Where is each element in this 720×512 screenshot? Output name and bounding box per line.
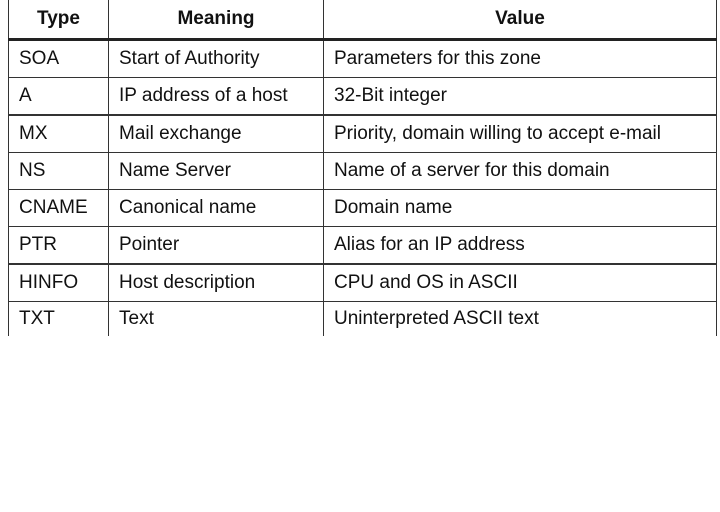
header-type: Type: [8, 0, 109, 41]
table-row: NS Name Server Name of a server for this…: [8, 152, 717, 190]
cell-meaning: Pointer: [108, 226, 324, 265]
cell-value: Parameters for this zone: [323, 39, 717, 78]
cell-type: TXT: [8, 301, 109, 336]
cell-value: Priority, domain willing to accept e-mai…: [323, 114, 717, 153]
cell-value: Uninterpreted ASCII text: [323, 301, 717, 336]
cell-type: MX: [8, 114, 109, 153]
cell-type: NS: [8, 152, 109, 190]
cell-meaning: Text: [108, 301, 324, 336]
cell-meaning: Start of Authority: [108, 39, 324, 78]
cell-value: Name of a server for this domain: [323, 152, 717, 190]
header-value: Value: [323, 0, 717, 41]
cell-type: CNAME: [8, 189, 109, 227]
table-row: MX Mail exchange Priority, domain willin…: [8, 114, 717, 153]
header-meaning: Meaning: [108, 0, 324, 41]
cell-value: 32-Bit integer: [323, 77, 717, 116]
cell-type: SOA: [8, 39, 109, 78]
cell-value: CPU and OS in ASCII: [323, 263, 717, 302]
cell-type: PTR: [8, 226, 109, 265]
table-row: HINFO Host description CPU and OS in ASC…: [8, 263, 717, 302]
cell-type: HINFO: [8, 263, 109, 302]
table-row: A IP address of a host 32-Bit integer: [8, 77, 717, 116]
table-row: PTR Pointer Alias for an IP address: [8, 226, 717, 265]
cell-meaning: Name Server: [108, 152, 324, 190]
table-row: CNAME Canonical name Domain name: [8, 189, 717, 227]
cell-value: Domain name: [323, 189, 717, 227]
dns-record-table-container: Type Meaning Value SOA Start of Authorit…: [8, 0, 720, 344]
table-header-row: Type Meaning Value: [8, 0, 717, 41]
table-row: TXT Text Uninterpreted ASCII text: [8, 301, 717, 336]
cell-meaning: Host description: [108, 263, 324, 302]
cell-meaning: Canonical name: [108, 189, 324, 227]
table-row: SOA Start of Authority Parameters for th…: [8, 39, 717, 78]
dns-record-types-table: Type Meaning Value SOA Start of Authorit…: [8, 0, 717, 336]
cell-meaning: Mail exchange: [108, 114, 324, 153]
cell-type: A: [8, 77, 109, 116]
cell-meaning: IP address of a host: [108, 77, 324, 116]
cell-value: Alias for an IP address: [323, 226, 717, 265]
